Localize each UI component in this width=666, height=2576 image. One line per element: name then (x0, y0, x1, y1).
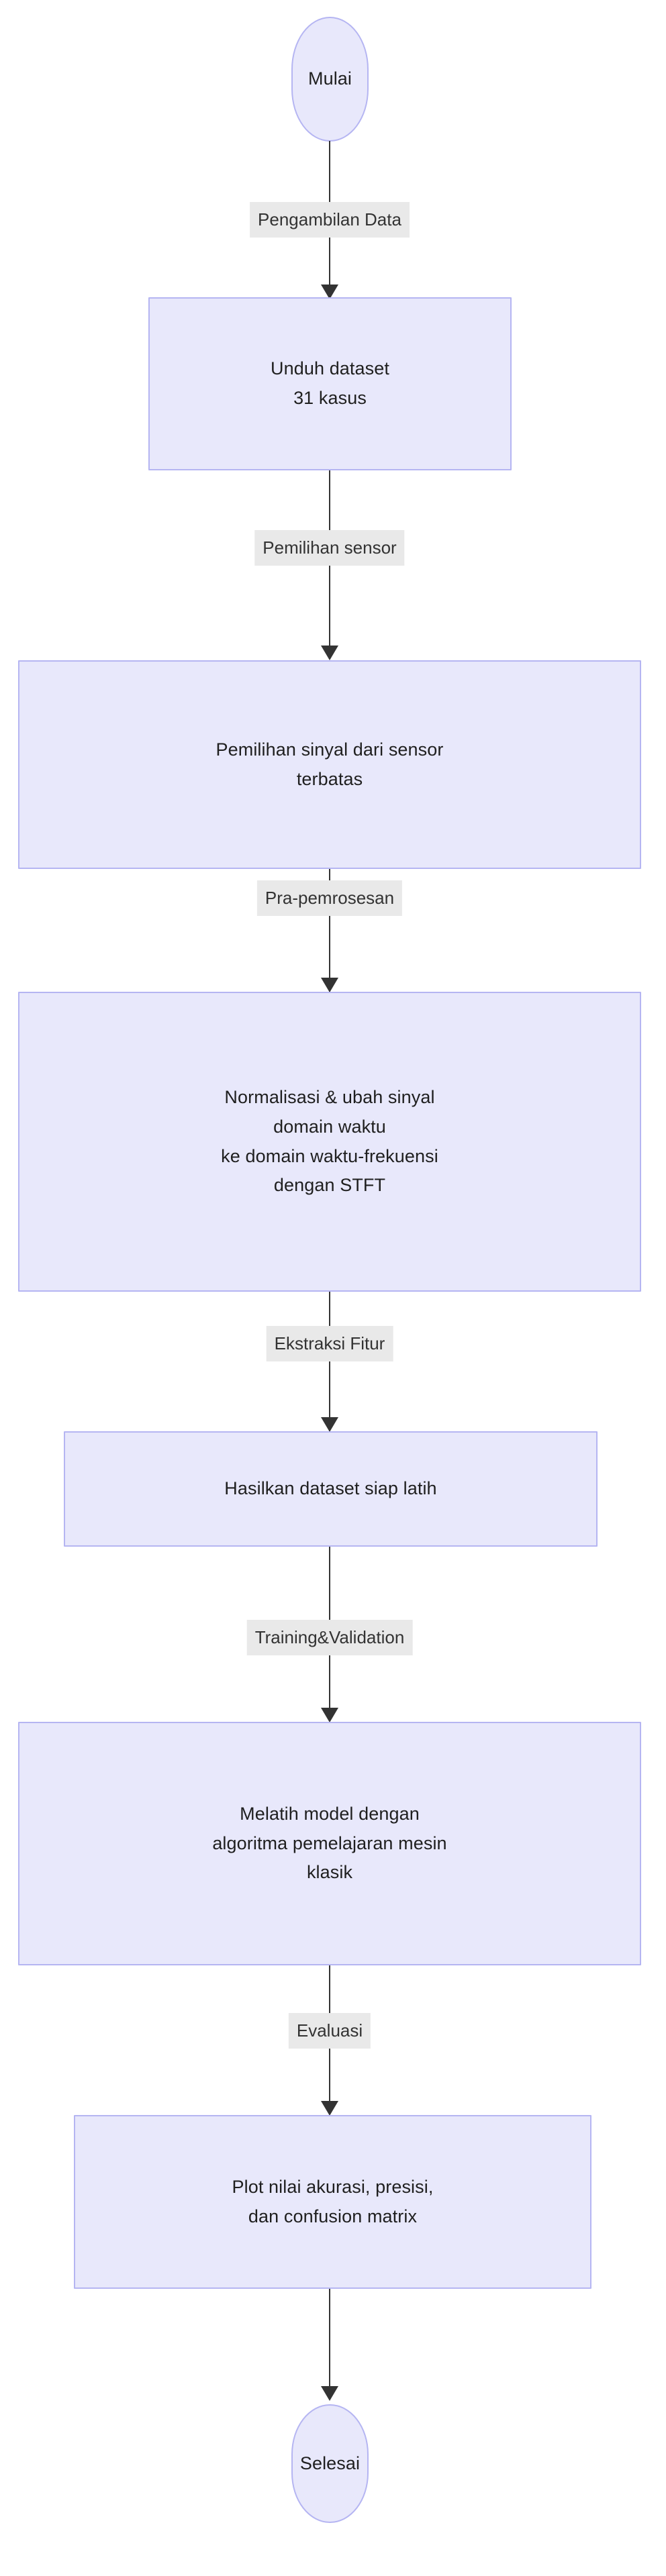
edge-start-download-arrow (321, 285, 338, 299)
edge-label-pemilihan-sensor: Pemilihan sensor (254, 530, 405, 566)
edge-preprocess-dataset-line (329, 1292, 330, 1431)
edge-label-evaluasi: Evaluasi (288, 2013, 371, 2049)
node-train-model[interactable]: Melatih model dengan algoritma pemelajar… (18, 1722, 641, 1965)
node-train-model-label: Melatih model dengan algoritma pemelajar… (212, 1803, 447, 1883)
node-plot-metrics-label: Plot nilai akurasi, presisi, dan confusi… (232, 2176, 434, 2226)
edge-label-ekstraksi-fitur: Ekstraksi Fitur (266, 1326, 393, 1361)
node-start-label: Mulai (307, 68, 352, 89)
node-ready-dataset[interactable]: Hasilkan dataset siap latih (64, 1431, 598, 1547)
node-preprocessing[interactable]: Normalisasi & ubah sinyal domain waktu k… (18, 992, 641, 1292)
node-download-dataset[interactable]: Unduh dataset 31 kasus (148, 297, 512, 470)
node-preprocessing-label: Normalisasi & ubah sinyal domain waktu k… (221, 1087, 438, 1196)
edge-sensor-preprocess-arrow (321, 978, 338, 992)
edge-preprocess-dataset-arrow (321, 1417, 338, 1432)
edge-label-pengambilan-data: Pengambilan Data (250, 202, 410, 238)
edge-sensor-preprocess-line (329, 869, 330, 992)
edge-label-training-validation: Training&Validation (246, 1620, 413, 1655)
edge-train-plot-arrow (321, 2101, 338, 2116)
node-ready-dataset-label: Hasilkan dataset siap latih (224, 1478, 437, 1499)
node-sensor-selection[interactable]: Pemilihan sinyal dari sensor terbatas (18, 660, 641, 869)
edge-dataset-train-arrow (321, 1708, 338, 1722)
edge-plot-end-line (329, 2289, 330, 2391)
node-end[interactable]: Selesai (291, 2404, 369, 2523)
edge-label-pra-pemrosesan: Pra-pemrosesan (256, 880, 403, 916)
node-plot-metrics[interactable]: Plot nilai akurasi, presisi, dan confusi… (74, 2115, 591, 2289)
node-end-label: Selesai (299, 2453, 361, 2473)
node-sensor-selection-label: Pemilihan sinyal dari sensor terbatas (216, 739, 444, 789)
node-download-dataset-label: Unduh dataset 31 kasus (271, 358, 389, 408)
node-start[interactable]: Mulai (291, 17, 369, 142)
edge-download-sensor-arrow (321, 646, 338, 660)
edge-plot-end-arrow (321, 2386, 338, 2401)
